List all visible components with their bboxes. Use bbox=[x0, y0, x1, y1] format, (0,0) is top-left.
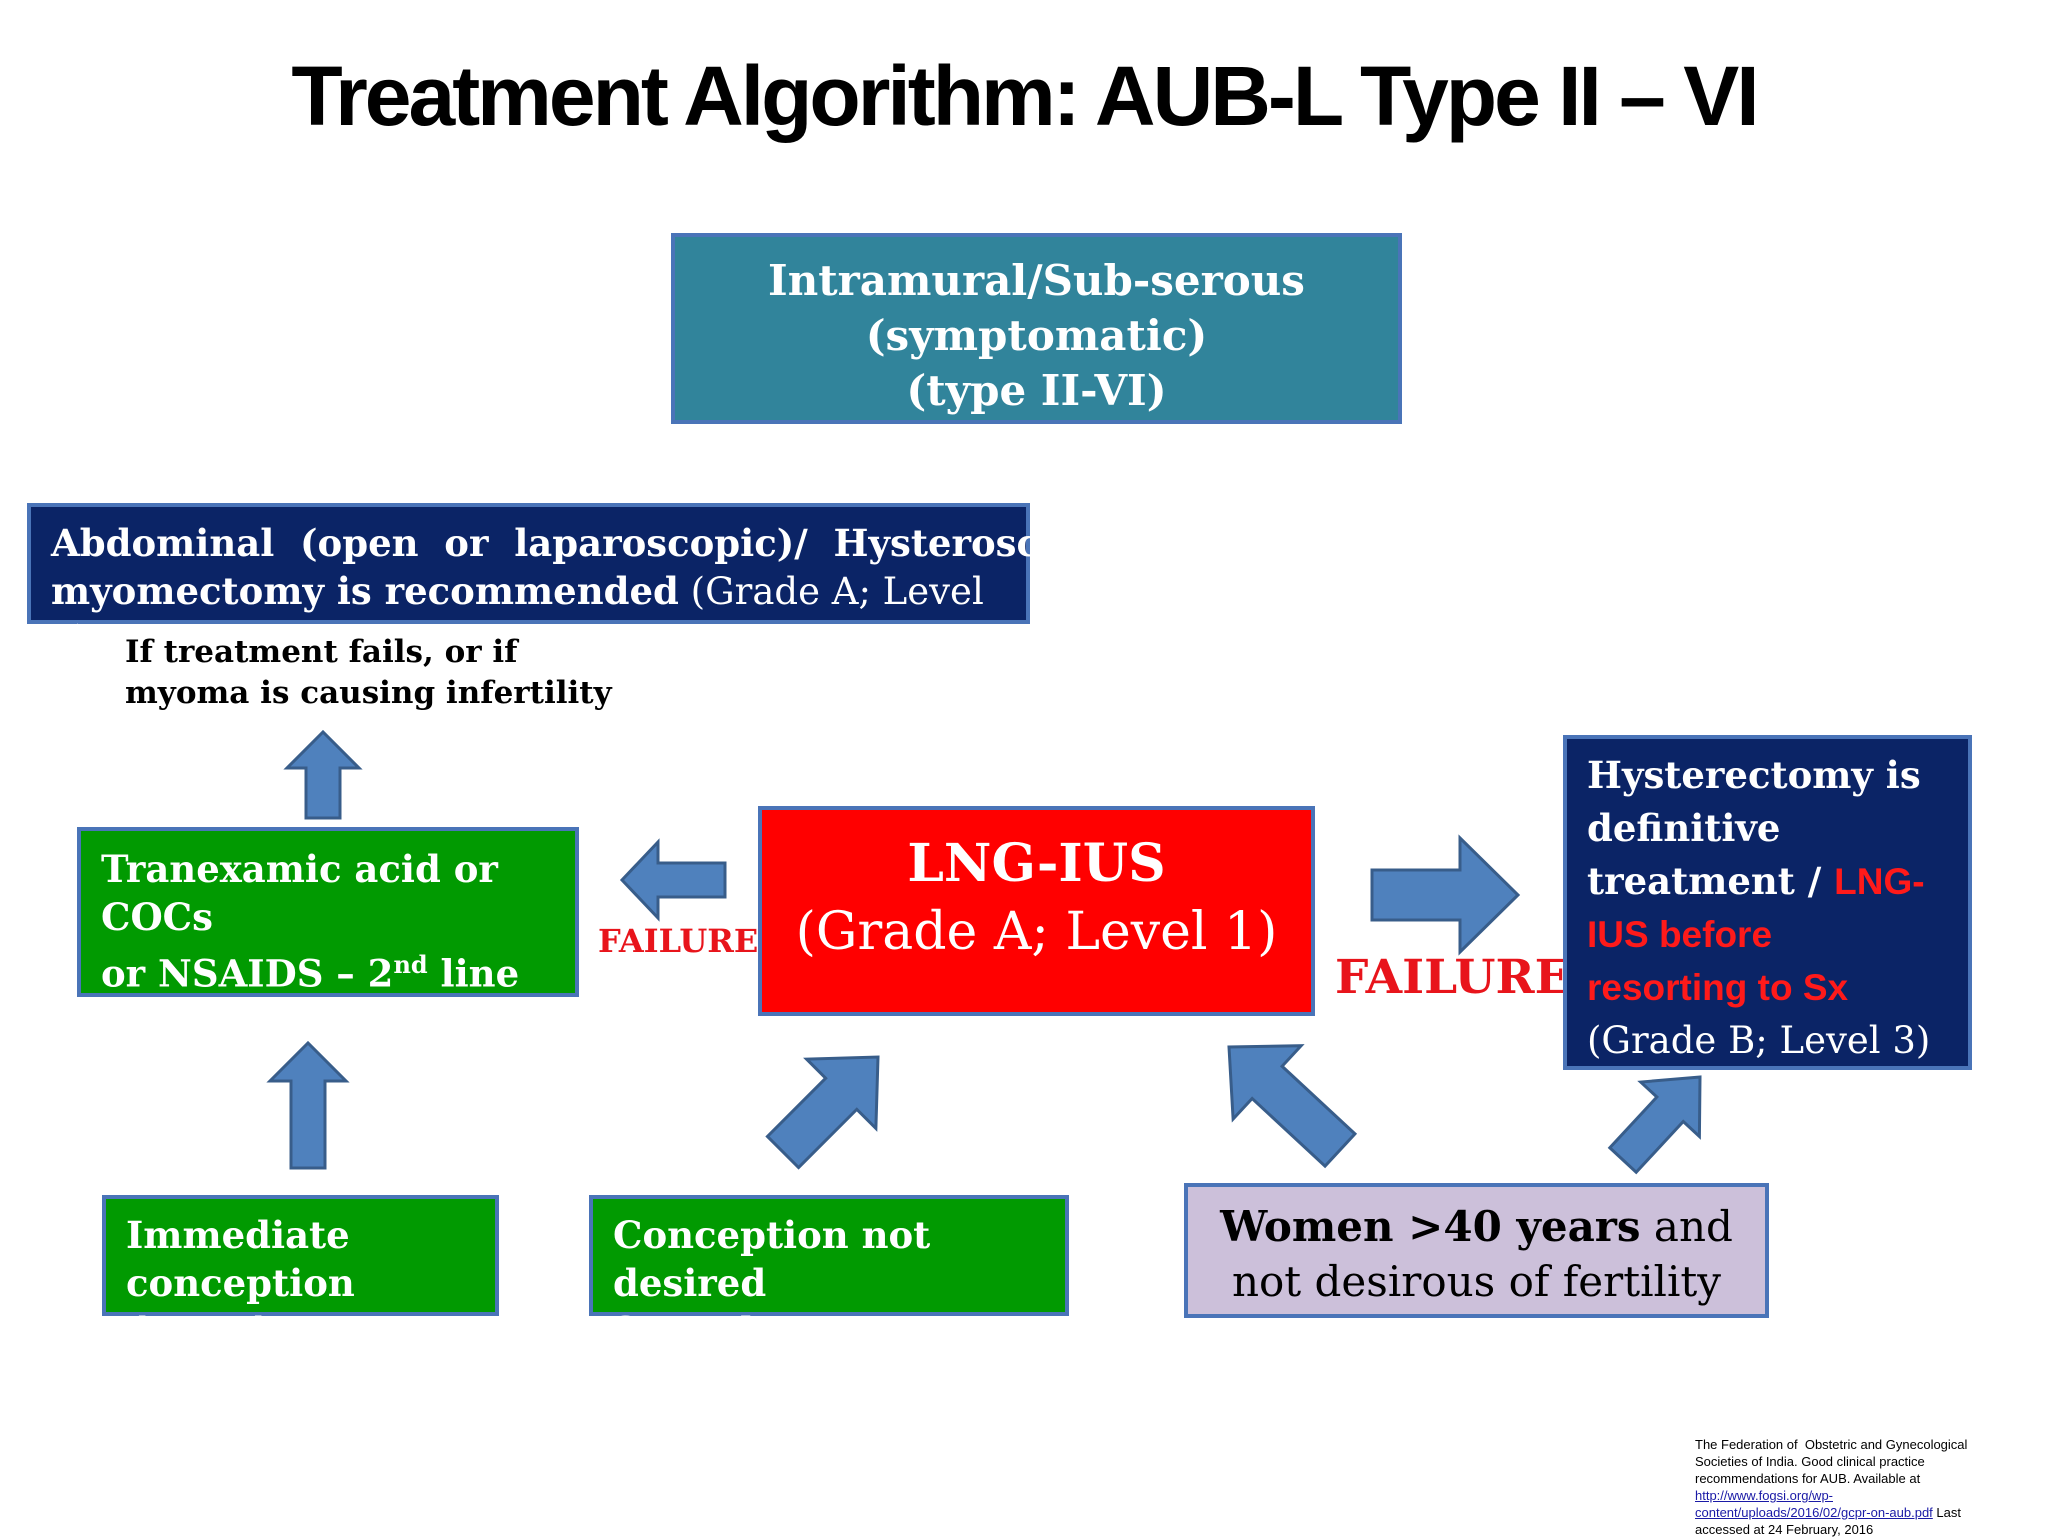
failure-label-left: FAILURE bbox=[598, 922, 759, 960]
tranexamic-line2-sup: nd bbox=[393, 950, 428, 979]
top-box-line2: (symptomatic) bbox=[865, 311, 1208, 360]
lng-ius-title: LNG-IUS bbox=[907, 833, 1166, 894]
immediate-line1: Immediate bbox=[126, 1213, 350, 1257]
arrow-diagonal-from-women-left bbox=[1227, 1044, 1358, 1169]
fails-note-line2: myoma is causing infertility bbox=[125, 675, 612, 711]
arrow-left-to-tranexamic bbox=[619, 838, 727, 922]
tranexamic-line2-end: line bbox=[427, 951, 520, 996]
intramural-subserous-box: Intramural/Sub-serous (symptomatic) (typ… bbox=[671, 233, 1402, 424]
reference-accessed: accessed at 24 February, 2016 bbox=[1695, 1522, 1874, 1537]
lng-ius-grade: (Grade A; Level 1) bbox=[795, 902, 1278, 962]
myomectomy-box: Abdominal (open or laparoscopic)/ Hyster… bbox=[27, 503, 1127, 661]
immediate-line2-rest: desired bbox=[126, 1310, 266, 1353]
failure-label-right: FAILURE bbox=[1335, 950, 1571, 1005]
hysterectomy-box: Hysterectomy is definitive treatment / L… bbox=[1563, 735, 1972, 1070]
hysterectomy-line3-red: LNG- bbox=[1834, 861, 1925, 902]
immediate-conception-box: Immediate conception desired bbox=[102, 1195, 499, 1353]
hysterectomy-grade: (Grade B; Level 3) bbox=[1587, 1019, 1931, 1062]
fails-note-line1: If treatment fails, or if bbox=[125, 634, 518, 670]
tranexamic-grade: (Grade A; Level 1) bbox=[101, 999, 444, 1043]
hysterectomy-line5: resorting to Sx bbox=[1587, 967, 1849, 1008]
reference-line2: Societies of India. Good clinical practi… bbox=[1695, 1454, 1925, 1469]
conception-line1: Conception not desired bbox=[613, 1213, 931, 1305]
tranexamic-line2: or NSAIDS – 2 bbox=[101, 951, 394, 996]
women-line1-rest: and bbox=[1640, 1202, 1733, 1251]
women-line2: not desirous of fertility bbox=[1231, 1257, 1722, 1306]
conception-not-desired-box: Conception not desired for at least 1 ye… bbox=[589, 1195, 1069, 1353]
myomectomy-line2-grade: (Grade A; Level 3) bbox=[51, 570, 984, 661]
conception-line2: for at least 1 year bbox=[613, 1309, 980, 1353]
slide-title: Treatment Algorithm: AUB-L Type II – VI bbox=[291, 49, 1759, 143]
immediate-line2-bold: conception bbox=[126, 1261, 355, 1305]
lng-ius-box: LNG-IUS (Grade A; Level 1) bbox=[758, 806, 1315, 1016]
arrow-up-from-immediate bbox=[266, 1040, 350, 1170]
hysterectomy-line4: IUS before bbox=[1587, 914, 1773, 955]
top-box-line1: Intramural/Sub-serous bbox=[768, 256, 1305, 305]
treatment-fails-note: If treatment fails, or if myoma is causi… bbox=[125, 632, 612, 714]
tranexamic-box: Tranexamic acid or COCs or NSAIDS – 2nd … bbox=[77, 827, 579, 1042]
reference-last: Last bbox=[1932, 1505, 1961, 1520]
reference-link-part1[interactable]: http://www.fogsi.org/wp- bbox=[1695, 1488, 1833, 1503]
hysterectomy-line3: treatment / bbox=[1587, 859, 1835, 903]
hysterectomy-line1: Hysterectomy is bbox=[1587, 753, 1921, 797]
hysterectomy-line2: definitive bbox=[1587, 806, 1781, 850]
reference-line1: The Federation of Obstetric and Gynecolo… bbox=[1695, 1437, 1968, 1452]
women-over-40-box: Women >40 years and not desirous of fert… bbox=[1184, 1183, 1769, 1318]
reference-line3: recommendations for AUB. Available at bbox=[1695, 1471, 1921, 1486]
arrow-right-to-hysterectomy bbox=[1370, 834, 1521, 956]
myomectomy-line2-bold: myomectomy is recommended bbox=[51, 569, 679, 613]
arrow-diagonal-from-conception bbox=[765, 1055, 880, 1170]
women-line1-bold: Women >40 years bbox=[1220, 1202, 1641, 1251]
arrow-up-to-myomectomy bbox=[283, 729, 363, 820]
arrow-diagonal-from-women-right bbox=[1607, 1075, 1702, 1175]
myomectomy-line1: Abdominal (open or laparoscopic)/ Hyster… bbox=[51, 521, 1127, 565]
top-box-line3: (type II-VI) bbox=[906, 366, 1167, 415]
reference-link-part2[interactable]: content/uploads/2016/02/gcpr-on-aub.pdf bbox=[1695, 1505, 1933, 1520]
tranexamic-line1: Tranexamic acid or COCs bbox=[101, 847, 498, 939]
reference-citation: The Federation of Obstetric and Gynecolo… bbox=[1695, 1436, 2025, 1538]
